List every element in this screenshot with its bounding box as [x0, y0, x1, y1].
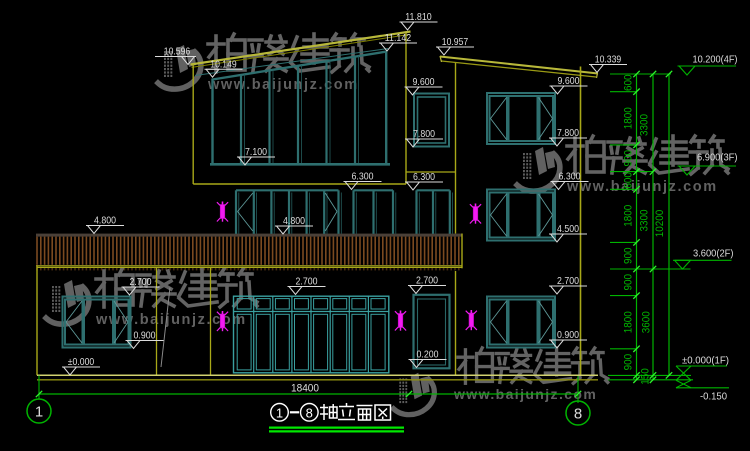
svg-text:7.100: 7.100 [245, 147, 267, 158]
svg-text:8: 8 [574, 406, 582, 423]
svg-text:1: 1 [35, 404, 43, 421]
svg-text:600: 600 [623, 172, 635, 189]
svg-text:2.700: 2.700 [416, 276, 438, 287]
svg-text:3300: 3300 [639, 114, 651, 136]
svg-text:0.900: 0.900 [134, 331, 156, 342]
svg-text:6.300: 6.300 [352, 172, 374, 183]
svg-text:1800: 1800 [623, 107, 635, 129]
svg-text:0.900: 0.900 [557, 330, 579, 341]
svg-text:4.500: 4.500 [557, 224, 579, 235]
svg-text:3600: 3600 [641, 311, 653, 333]
svg-text:10.957: 10.957 [442, 37, 469, 48]
svg-text:0.200: 0.200 [417, 350, 439, 361]
svg-text:8: 8 [306, 405, 313, 420]
svg-text:1: 1 [276, 405, 283, 420]
svg-text:6.300: 6.300 [559, 172, 581, 183]
svg-text:6.900(3F): 6.900(3F) [697, 153, 738, 164]
svg-text:4.800: 4.800 [94, 216, 116, 227]
svg-text:7.800: 7.800 [413, 129, 435, 140]
svg-text:2.700: 2.700 [130, 277, 152, 288]
svg-text:1800: 1800 [623, 205, 635, 227]
svg-text:±0.000: ±0.000 [68, 357, 95, 368]
svg-text:2.700: 2.700 [557, 276, 579, 287]
svg-text:-0.150: -0.150 [700, 392, 727, 403]
svg-text:900: 900 [623, 354, 635, 371]
svg-text:11.142: 11.142 [385, 33, 412, 44]
svg-text:6.300: 6.300 [413, 172, 435, 183]
svg-text:10200: 10200 [654, 210, 666, 238]
svg-text:10.596: 10.596 [164, 47, 191, 58]
svg-text:9.600: 9.600 [558, 76, 580, 87]
svg-text:900: 900 [623, 150, 635, 167]
svg-text:3.600(2F): 3.600(2F) [693, 249, 734, 260]
svg-text:±0.000(1F): ±0.000(1F) [682, 356, 729, 367]
svg-text:7.800: 7.800 [557, 128, 579, 139]
svg-text:10.200(4F): 10.200(4F) [693, 55, 738, 66]
svg-text:4.800: 4.800 [283, 216, 305, 227]
svg-text:150: 150 [640, 368, 652, 385]
svg-text:2.700: 2.700 [296, 277, 318, 288]
svg-text:3300: 3300 [639, 210, 651, 232]
svg-text:1800: 1800 [623, 311, 635, 333]
svg-text:11.810: 11.810 [405, 12, 432, 23]
svg-text:900: 900 [623, 274, 635, 291]
svg-text:900: 900 [623, 247, 635, 264]
svg-text:18400: 18400 [291, 383, 319, 395]
svg-text:10.149: 10.149 [210, 59, 237, 70]
svg-text:9.600: 9.600 [413, 77, 435, 88]
svg-text:10.339: 10.339 [595, 55, 622, 66]
svg-text:600: 600 [623, 75, 635, 92]
